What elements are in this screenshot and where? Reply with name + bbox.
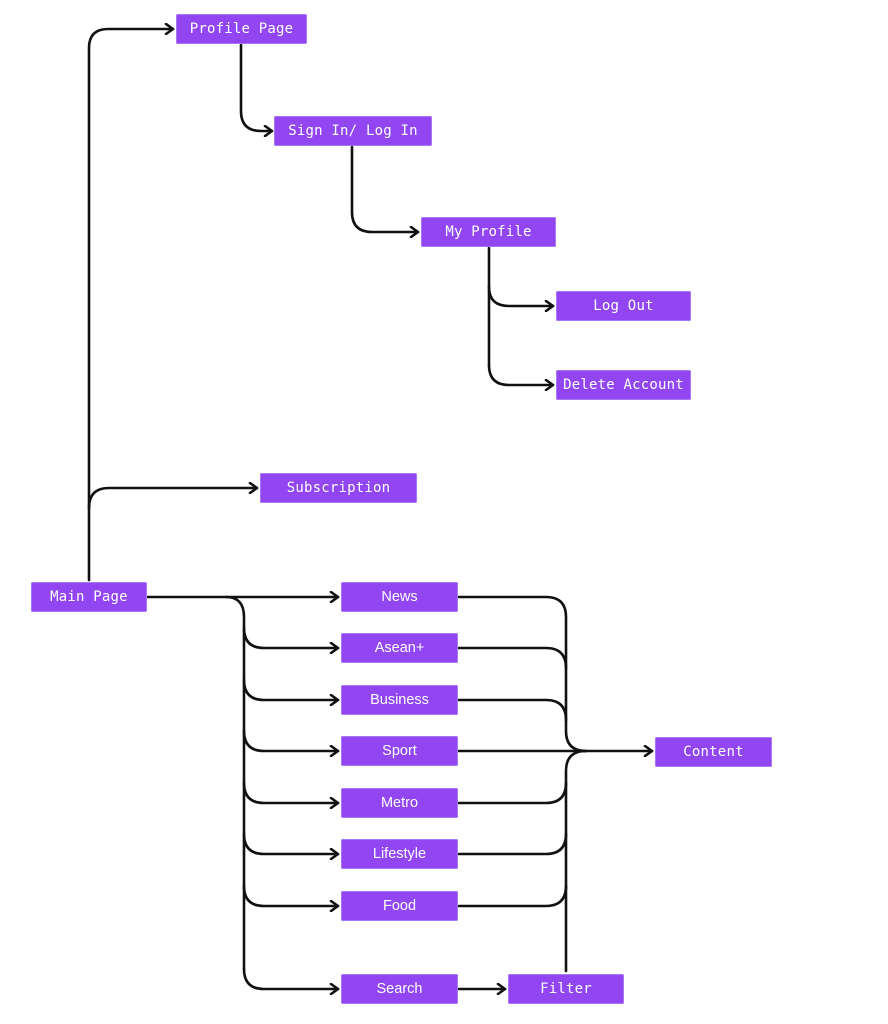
node-content[interactable]: Content: [655, 737, 772, 767]
edge-food-to-content: [457, 884, 568, 908]
node-delete-account[interactable]: Delete Account: [556, 370, 691, 400]
edge-lifestyle-to-content: [457, 832, 568, 856]
edge-main-category-trunk: [224, 595, 246, 971]
edge-profile-to-signin: [239, 43, 274, 131]
node-log-out[interactable]: Log Out: [556, 291, 691, 321]
node-main-page[interactable]: Main Page: [31, 582, 147, 612]
edge-main-to-sport: [242, 729, 340, 751]
edge-business-to-content: [457, 698, 568, 722]
node-subscription[interactable]: Subscription: [260, 473, 417, 503]
edge-main-to-metro: [242, 781, 340, 803]
edge-main-to-business: [242, 678, 340, 700]
edge-filter-to-content: [564, 749, 588, 973]
edge-metro-to-content: [457, 781, 568, 805]
edge-main-to-search: [242, 967, 340, 989]
node-sign-in[interactable]: Sign In/ Log In: [274, 116, 432, 146]
node-metro[interactable]: Metro: [341, 788, 458, 818]
node-news[interactable]: News: [341, 582, 458, 612]
edge-asean-to-content: [457, 646, 568, 670]
edge-signin-to-myprofile: [350, 145, 420, 232]
node-asean[interactable]: Asean+: [341, 633, 458, 663]
edge-main-to-subscription: [87, 488, 259, 510]
edge-main-to-food: [242, 884, 340, 906]
node-my-profile[interactable]: My Profile: [421, 217, 556, 247]
edge-news-to-content: [457, 595, 588, 753]
node-food[interactable]: Food: [341, 891, 458, 921]
edge-main-to-profile: [87, 29, 175, 582]
node-filter[interactable]: Filter: [508, 974, 624, 1004]
node-lifestyle[interactable]: Lifestyle: [341, 839, 458, 869]
node-sport[interactable]: Sport: [341, 736, 458, 766]
edge-myprofile-to-delete: [487, 363, 555, 385]
node-search[interactable]: Search: [341, 974, 458, 1004]
node-business[interactable]: Business: [341, 685, 458, 715]
edge-main-to-asean: [242, 626, 340, 648]
edge-myprofile-to-logout: [487, 285, 555, 306]
edge-main-to-lifestyle: [242, 832, 340, 854]
node-profile-page[interactable]: Profile Page: [176, 14, 307, 44]
